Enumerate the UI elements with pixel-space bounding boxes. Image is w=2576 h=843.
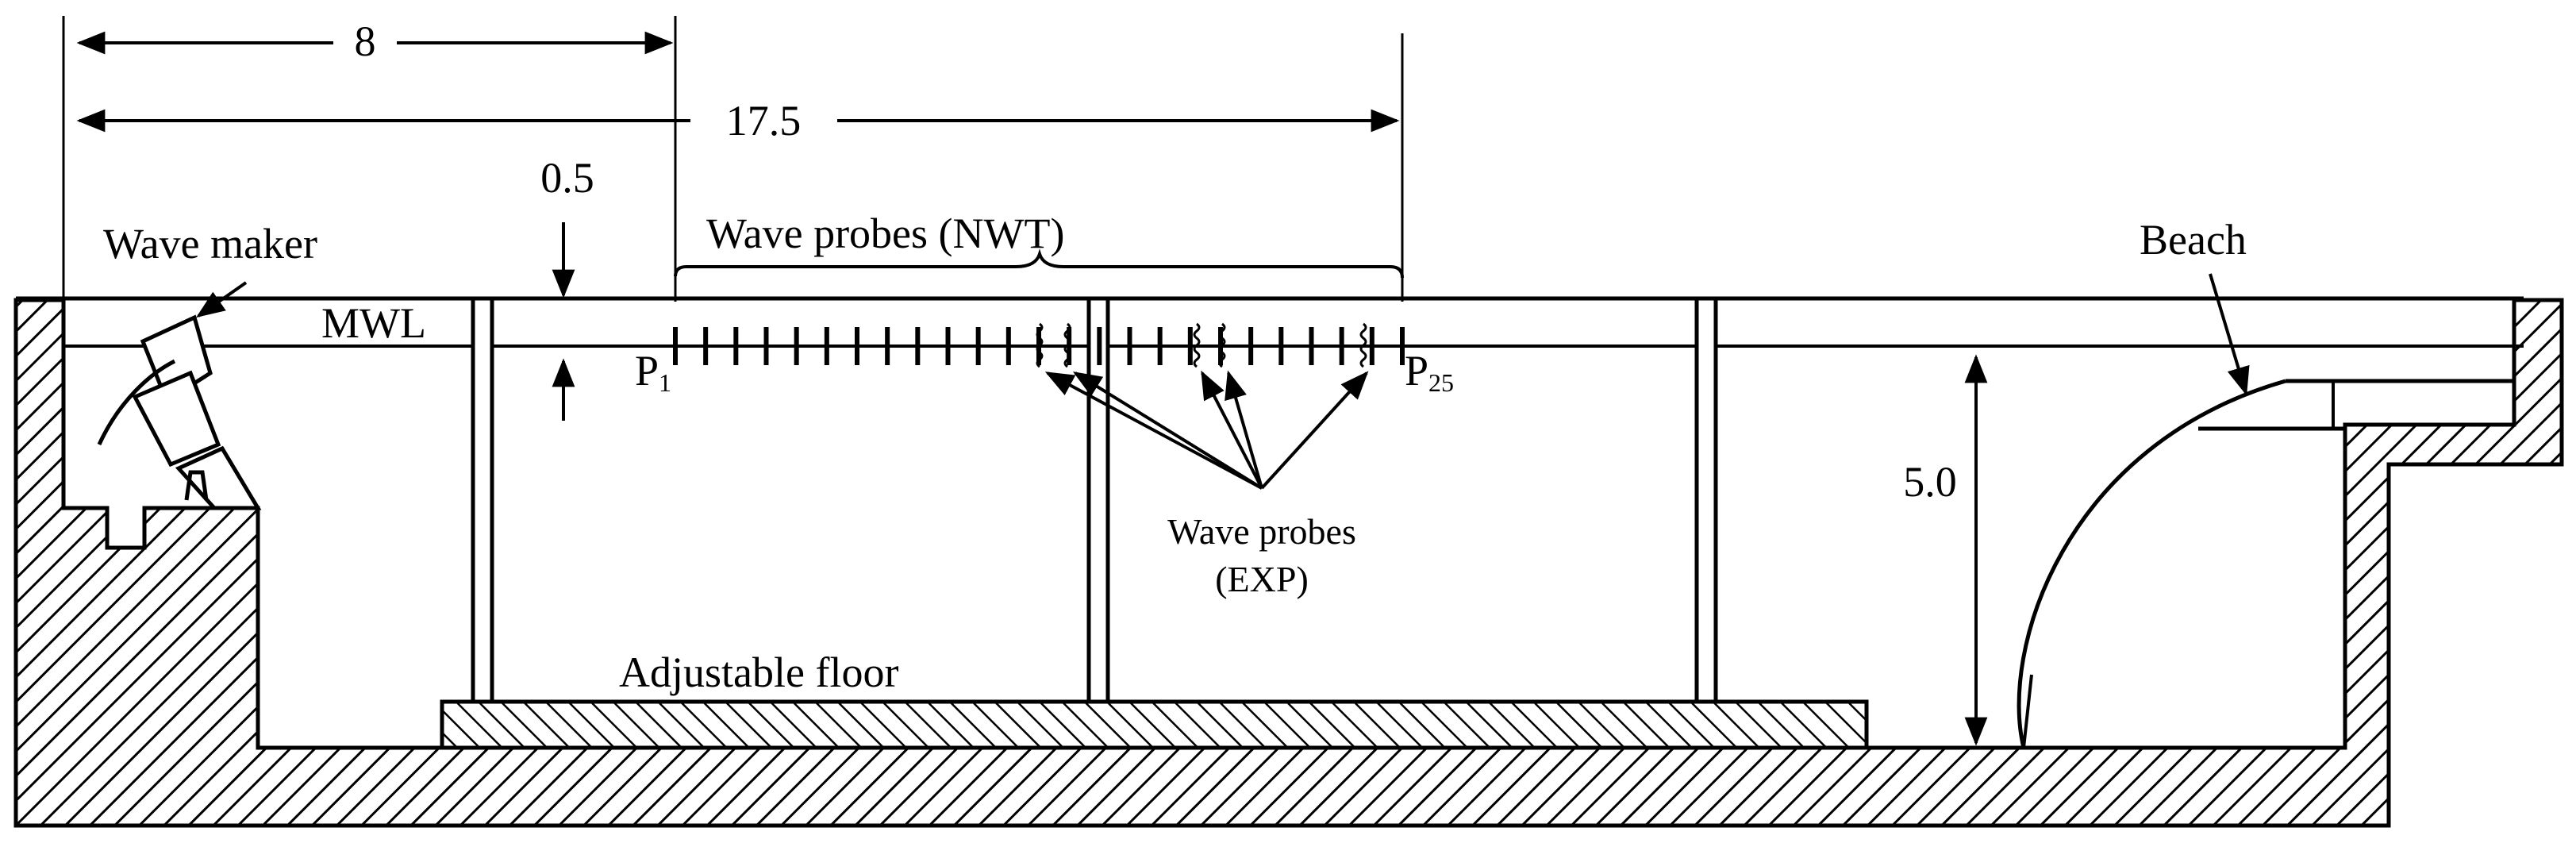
adjustable-floor bbox=[440, 699, 1869, 750]
dim-label-17-5: 17.5 bbox=[726, 97, 802, 144]
exp-probes-label-line1: Wave probes bbox=[1167, 511, 1356, 552]
wave-maker bbox=[97, 314, 262, 510]
water-depth-label: 5.0 bbox=[1903, 458, 1957, 506]
probe-p25-label: P25 bbox=[1405, 347, 1454, 397]
beach-curve bbox=[2017, 379, 2333, 749]
beach-arrow bbox=[2209, 273, 2250, 396]
exp-probe bbox=[1359, 322, 1367, 368]
nwt-brace bbox=[674, 248, 1404, 279]
wave-maker-arrow bbox=[196, 281, 248, 318]
exp-probe-arrows bbox=[1044, 370, 1369, 490]
dim-label-8: 8 bbox=[355, 17, 376, 65]
dim-label-0-5: 0.5 bbox=[540, 154, 594, 202]
exp-probes bbox=[1036, 322, 1367, 368]
support-columns bbox=[471, 296, 1718, 704]
beach-step bbox=[2198, 379, 2516, 431]
beach-label: Beach bbox=[2140, 216, 2247, 264]
nwt-probes-label: Wave probes (NWT) bbox=[706, 210, 1064, 257]
wave-maker-label: Wave maker bbox=[103, 220, 317, 268]
exp-probe bbox=[1218, 322, 1226, 368]
mwl-label: MWL bbox=[321, 299, 426, 347]
adjustable-floor-label: Adjustable floor bbox=[619, 649, 898, 696]
exp-probe bbox=[1063, 322, 1071, 368]
beach-foot bbox=[2022, 674, 2033, 749]
exp-probes-label-line2: (EXP) bbox=[1215, 559, 1309, 599]
exp-probe bbox=[1036, 322, 1044, 368]
exp-probe bbox=[1193, 322, 1201, 368]
probe-p1-label: P1 bbox=[635, 347, 671, 397]
tank-walls bbox=[13, 298, 2564, 828]
dimension-lines bbox=[62, 16, 1404, 302]
